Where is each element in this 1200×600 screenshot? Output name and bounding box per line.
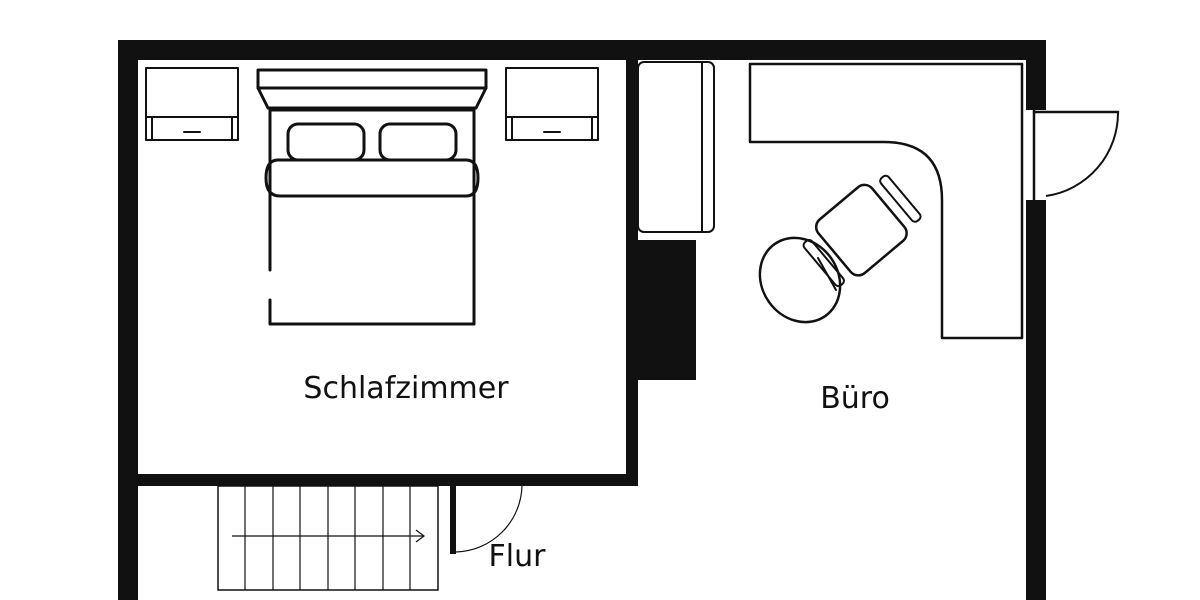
corner-desk xyxy=(748,62,1024,340)
outer-wall-left xyxy=(118,40,138,600)
room-label-hallway: Flur xyxy=(489,539,547,574)
room-label-office: Büro xyxy=(820,381,890,416)
partition-wall-horizontal xyxy=(138,474,638,486)
walls xyxy=(118,40,1046,600)
staircase xyxy=(217,485,439,591)
outer-wall-right-lower xyxy=(1026,200,1046,600)
hallway-door-swing xyxy=(455,485,523,553)
outer-wall-right-upper xyxy=(1026,40,1046,110)
office-door xyxy=(1032,94,1120,216)
office-chair xyxy=(758,174,922,324)
sofa xyxy=(637,61,715,233)
outer-wall-top xyxy=(118,40,1046,60)
room-label-bedroom: Schlafzimmer xyxy=(303,371,509,406)
double-bed xyxy=(256,68,488,326)
hallway-door-leaf xyxy=(450,486,456,554)
nightstand-right xyxy=(505,67,599,141)
shaft-block xyxy=(638,240,696,380)
nightstand-left xyxy=(145,67,239,141)
partition-wall-vertical xyxy=(626,60,638,482)
